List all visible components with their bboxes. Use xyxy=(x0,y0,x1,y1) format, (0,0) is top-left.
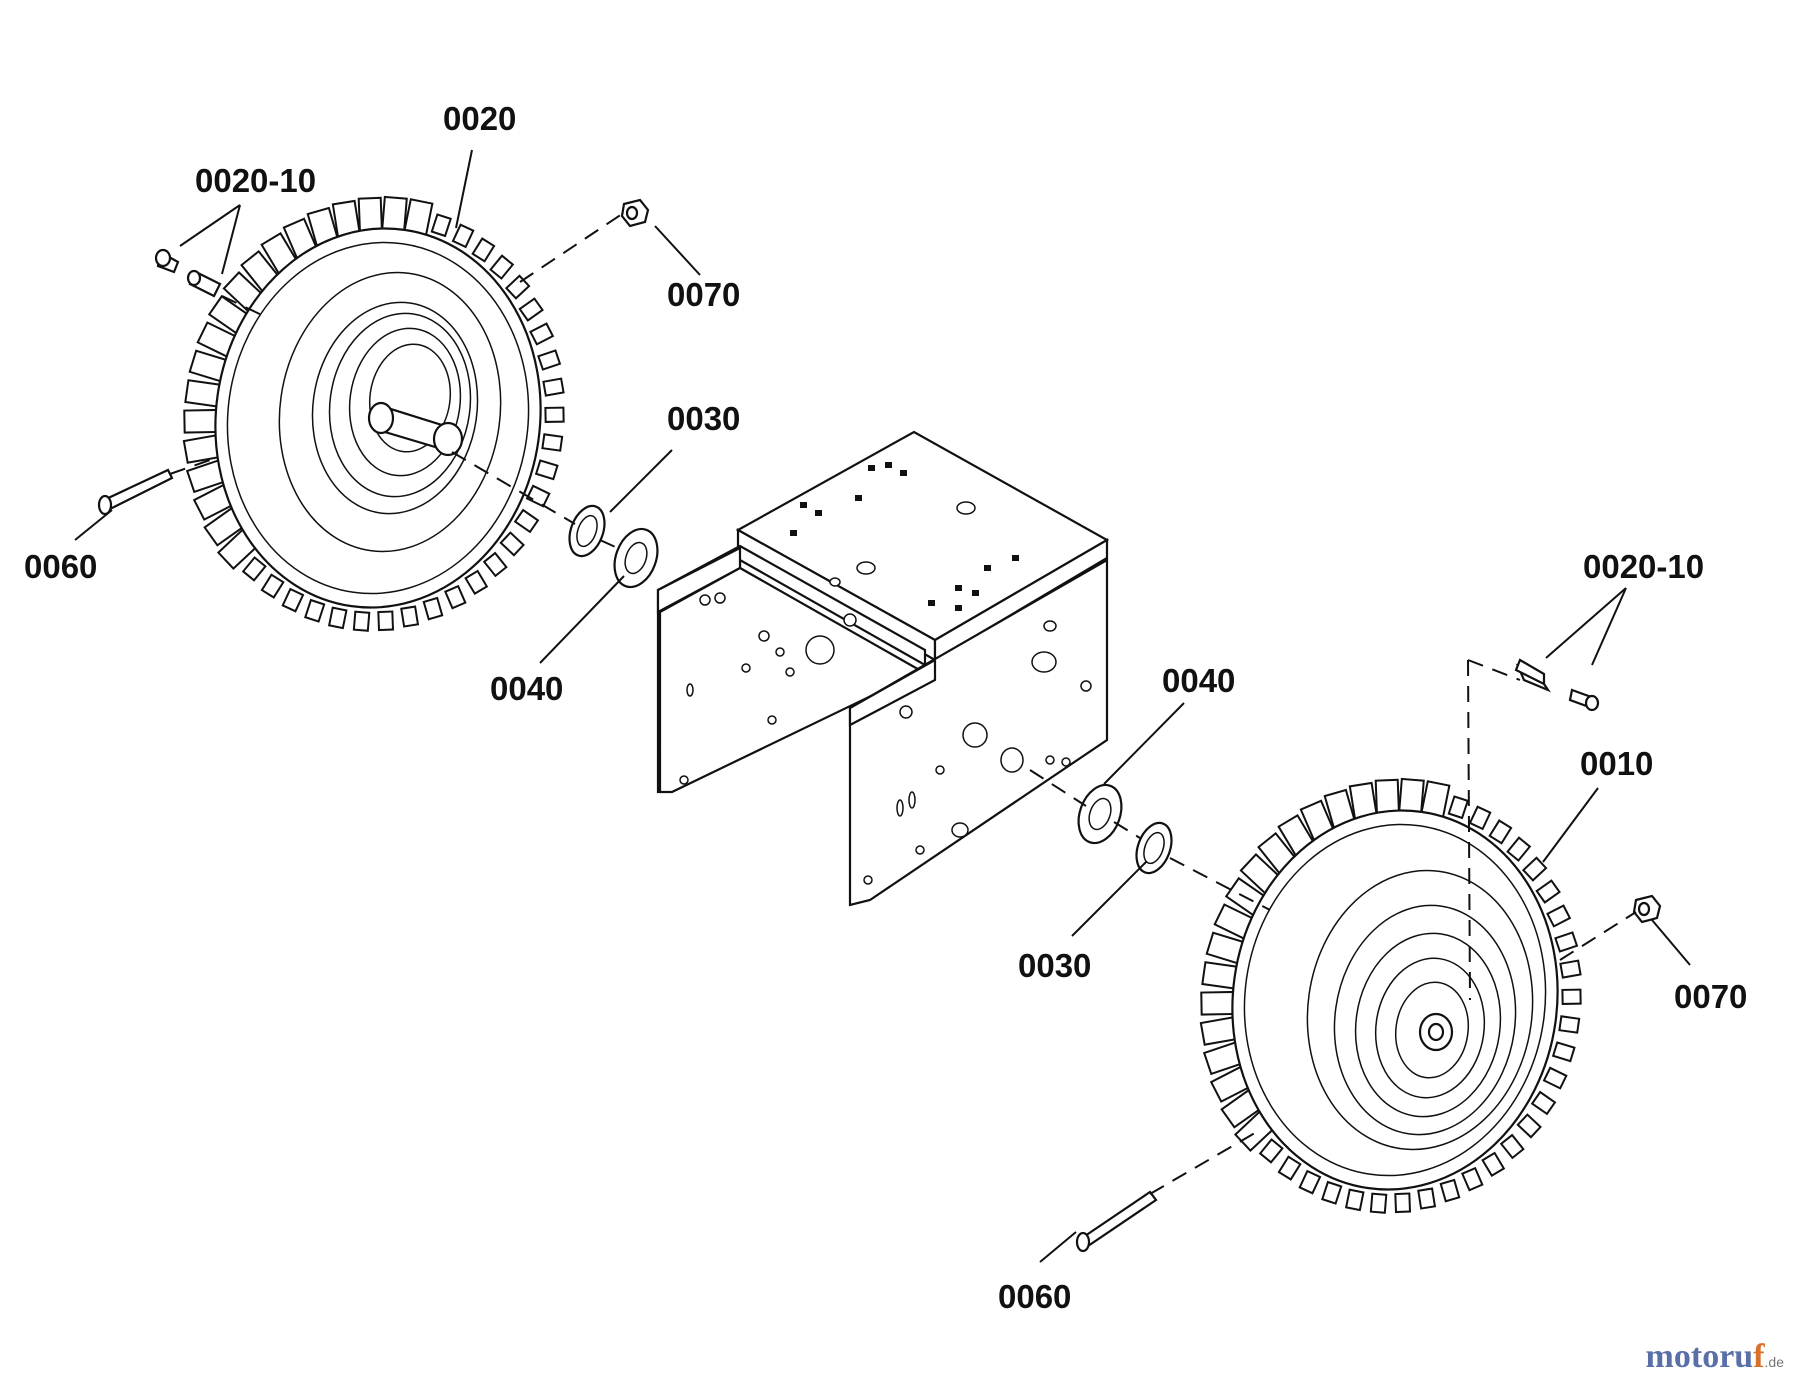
tread-lug xyxy=(1461,1166,1484,1192)
label-bolt-right: 0060 xyxy=(998,1278,1071,1315)
wheel-left xyxy=(182,195,565,632)
tread-lug xyxy=(1561,988,1582,1005)
tread-lug xyxy=(471,237,496,263)
tread-lug xyxy=(534,459,559,481)
tread-lug xyxy=(377,610,395,632)
assembly-lines xyxy=(169,211,1637,1195)
label-wheel-left: 0020 xyxy=(443,100,516,137)
tread-lug xyxy=(541,433,564,452)
tread-lug xyxy=(1546,904,1572,928)
tread-lug xyxy=(1488,819,1513,845)
tread-lug xyxy=(1439,1178,1461,1203)
tread-lug xyxy=(357,196,384,234)
tread-lug xyxy=(1298,1169,1322,1195)
tread-lug xyxy=(482,551,508,578)
watermark-suffix: .de xyxy=(1764,1354,1784,1370)
tread-lug xyxy=(1374,778,1401,816)
tread-lug xyxy=(352,610,371,632)
label-cap-left: 0020-10 xyxy=(195,162,316,199)
tread-lug xyxy=(281,587,305,613)
tread-lug xyxy=(1417,1187,1437,1210)
label-wheel-right: 0010 xyxy=(1580,745,1653,782)
tread-lug xyxy=(542,377,565,397)
tread-lug xyxy=(1535,879,1561,904)
cap-right-parts xyxy=(1514,658,1600,712)
tread-lug xyxy=(1530,1090,1557,1116)
tread-lug xyxy=(504,274,531,300)
tread-lug xyxy=(464,569,489,596)
bolt-left xyxy=(97,468,174,516)
tread-lug xyxy=(1398,777,1425,816)
flat-washer-left xyxy=(613,527,659,589)
label-nut-left: 0070 xyxy=(667,276,740,313)
part-labels: 0020 0020-10 0070 0030 0060 0040 0040 00… xyxy=(24,100,1747,1315)
tread-lug xyxy=(1521,856,1548,882)
tread-lug xyxy=(1369,1192,1388,1214)
tread-lug xyxy=(1558,1015,1581,1034)
tread-lug xyxy=(1394,1192,1412,1214)
tread-lug xyxy=(1506,836,1532,862)
tread-lug xyxy=(1516,1113,1542,1139)
nut-right xyxy=(1632,894,1662,924)
tread-lug xyxy=(1551,1041,1576,1063)
tread-lug xyxy=(304,598,326,623)
tread-lug xyxy=(1258,1138,1284,1164)
tread-lug xyxy=(1559,959,1582,979)
tread-lug xyxy=(422,596,444,621)
tread-lug xyxy=(1554,931,1579,953)
lock-washer-right xyxy=(1135,821,1173,875)
tread-lug xyxy=(1481,1151,1506,1178)
leader-lines xyxy=(74,149,1691,1263)
chassis-frame xyxy=(656,430,1110,907)
tread-lug xyxy=(525,484,551,508)
watermark-logo: motoruf.de xyxy=(1646,1338,1784,1376)
tread-lug xyxy=(327,606,348,630)
tread-lug xyxy=(183,408,220,434)
tread-lug xyxy=(1344,1188,1365,1212)
watermark-accent: f xyxy=(1753,1338,1765,1375)
tread-lug xyxy=(260,573,285,599)
tread-lug xyxy=(1200,990,1237,1016)
nut-left xyxy=(620,198,650,228)
tread-lug xyxy=(1468,805,1492,831)
lock-washer-left xyxy=(568,504,606,558)
tread-lug xyxy=(381,195,408,234)
tread-lug xyxy=(444,584,467,610)
label-bolt-left: 0060 xyxy=(24,548,97,585)
tread-lug xyxy=(513,508,540,534)
bolt-right xyxy=(1075,1190,1158,1253)
tread-lug xyxy=(529,322,555,346)
tread-lug xyxy=(1321,1180,1343,1205)
tread-lug xyxy=(1542,1066,1568,1090)
tread-lug xyxy=(1499,1133,1525,1160)
label-cap-right: 0020-10 xyxy=(1583,548,1704,585)
wheel-right xyxy=(1199,777,1582,1214)
tread-lug xyxy=(1447,795,1469,820)
tread-lug xyxy=(489,254,515,280)
label-washer-left: 0040 xyxy=(490,670,563,707)
tread-lug xyxy=(451,223,475,249)
flat-washer-right xyxy=(1077,783,1123,845)
cap-left-parts xyxy=(154,248,222,298)
tread-lug xyxy=(518,297,544,322)
tread-lug xyxy=(537,349,562,371)
watermark-main: motoru xyxy=(1645,1338,1754,1375)
tread-lug xyxy=(241,556,267,582)
frame-holes xyxy=(679,462,1092,885)
tread-lug xyxy=(430,213,452,238)
label-nut-right: 0070 xyxy=(1674,978,1747,1015)
label-ring-left: 0030 xyxy=(667,400,740,437)
label-ring-right: 0030 xyxy=(1018,947,1091,984)
tread-lug xyxy=(544,406,565,423)
tread-lug xyxy=(499,531,525,557)
tread-lug xyxy=(400,605,420,628)
label-washer-right: 0040 xyxy=(1162,662,1235,699)
tread-lug xyxy=(1277,1155,1302,1181)
